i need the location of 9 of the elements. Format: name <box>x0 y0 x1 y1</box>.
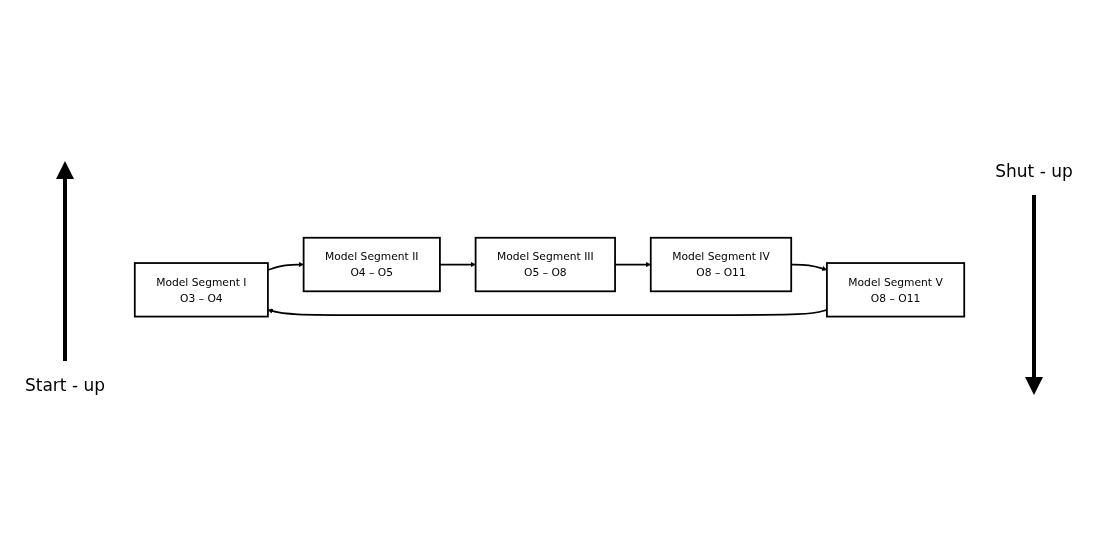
node-box: Model Segment II O4 – O5 <box>302 237 441 293</box>
node-box: Model Segment I O3 – O4 <box>133 262 269 318</box>
arrow <box>267 262 304 272</box>
direction-label: Shut - up <box>995 160 1073 181</box>
arrow <box>439 262 476 268</box>
node-box: Model Segment V O8 – O11 <box>826 262 966 318</box>
node-box: Model Segment III O5 – O8 <box>474 237 616 293</box>
direction-label: Start - up <box>24 374 105 395</box>
node-box: Model Segment IV O8 – O11 <box>649 237 793 293</box>
